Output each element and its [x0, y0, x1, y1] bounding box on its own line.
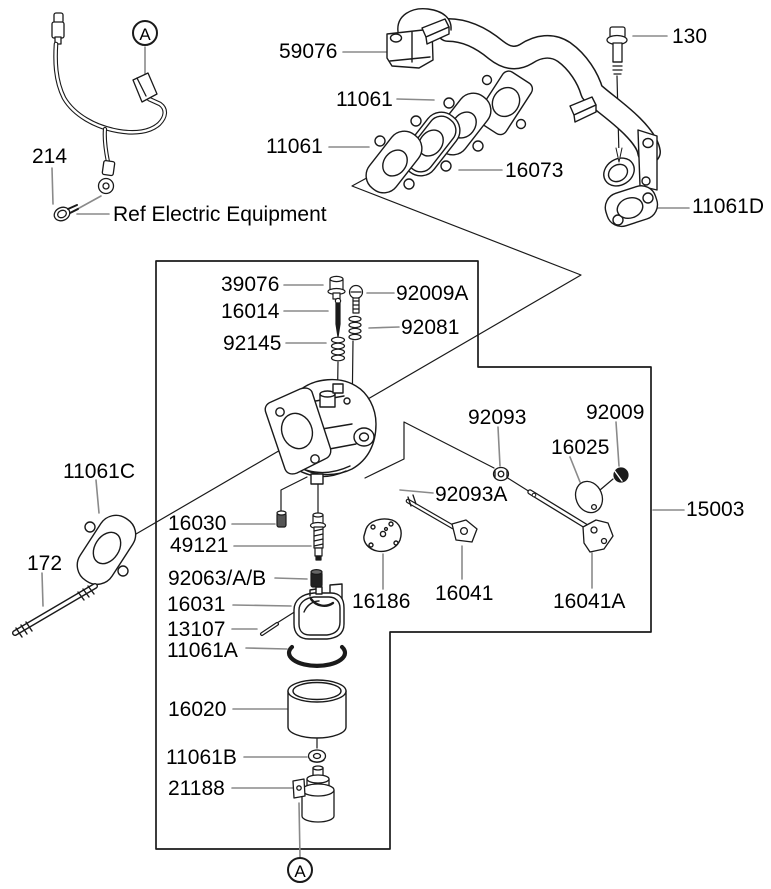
valve-39076 [327, 275, 346, 300]
part-label-15003: 15003 [686, 498, 745, 521]
part-label-11061D: 11061D [692, 195, 765, 218]
float-pin-13107 [260, 622, 279, 636]
exhaust-manifold [386, 8, 661, 191]
pilot-jet-92063 [310, 568, 323, 588]
part-label-59076: 59076 [279, 40, 338, 63]
view-callout-a-bottom: A [287, 857, 313, 883]
part-label-21188: 21188 [168, 777, 225, 800]
part-label-16030: 16030 [168, 512, 227, 535]
bolt-130 [606, 26, 628, 163]
part-label-92063AB: 92063/A/B [168, 567, 267, 590]
part-label-16073: 16073 [505, 159, 564, 182]
part-label-16031: 16031 [167, 593, 226, 616]
pin-16030 [276, 510, 287, 528]
part-label-49121: 49121 [170, 534, 229, 557]
lever-16041A [582, 519, 614, 553]
part-label-11061-lower: 11061 [266, 135, 323, 158]
carburetor-body [264, 379, 377, 485]
part-label-11061C: 11061C [63, 460, 136, 483]
part-label-39076: 39076 [221, 273, 280, 296]
oring-11061A [286, 644, 348, 668]
part-label-16020: 16020 [168, 698, 227, 721]
part-label-214: 214 [32, 145, 68, 168]
part-label-16025: 16025 [551, 436, 610, 459]
diaphragm-16186 [363, 518, 402, 553]
choke-rod-16041 [405, 494, 478, 543]
part-label-92009A: 92009A [396, 282, 469, 305]
screw-92009 [613, 467, 629, 483]
part-label-92093A: 92093A [435, 483, 508, 506]
part-label-11061-upper: 11061 [336, 88, 393, 111]
gasket-11061D [604, 185, 659, 228]
part-label-92081: 92081 [401, 316, 460, 339]
part-label-16041: 16041 [435, 582, 494, 605]
part-label-172: 172 [27, 552, 63, 575]
part-label-16041A: 16041A [553, 590, 626, 613]
part-label-13107: 13107 [167, 618, 226, 641]
drain-screw-21188 [292, 765, 335, 823]
main-jet-49121 [309, 512, 327, 561]
choke-plate-16025 [574, 480, 604, 514]
view-callout-a-top: A [132, 20, 158, 46]
screw-92009A [348, 284, 364, 314]
spring-92145 [330, 336, 346, 362]
detail-box-outline [155, 260, 652, 850]
gasket-11061-lower [365, 130, 423, 194]
part-label-11061A: 11061A [167, 639, 238, 662]
washer-11061B [307, 749, 327, 763]
gasket-11061C [76, 514, 137, 586]
part-label-16014: 16014 [221, 300, 280, 323]
stud-172 [12, 583, 98, 638]
bolt-214 [53, 204, 79, 222]
ref-electric-equipment-note: Ref Electric Equipment [113, 203, 327, 226]
part-label-16186: 16186 [352, 590, 411, 613]
plug-wire-assembly [51, 12, 168, 195]
nut-92093 [492, 466, 510, 482]
float-bowl-16020 [287, 679, 347, 739]
part-label-92145: 92145 [223, 332, 282, 355]
part-label-11061B: 11061B [166, 746, 237, 769]
part-label-130: 130 [672, 25, 708, 48]
part-label-92009: 92009 [586, 401, 645, 424]
spring-92081 [348, 315, 362, 341]
needle-16014 [334, 297, 342, 338]
float-16031 [293, 583, 345, 640]
part-label-92093: 92093 [468, 406, 527, 429]
